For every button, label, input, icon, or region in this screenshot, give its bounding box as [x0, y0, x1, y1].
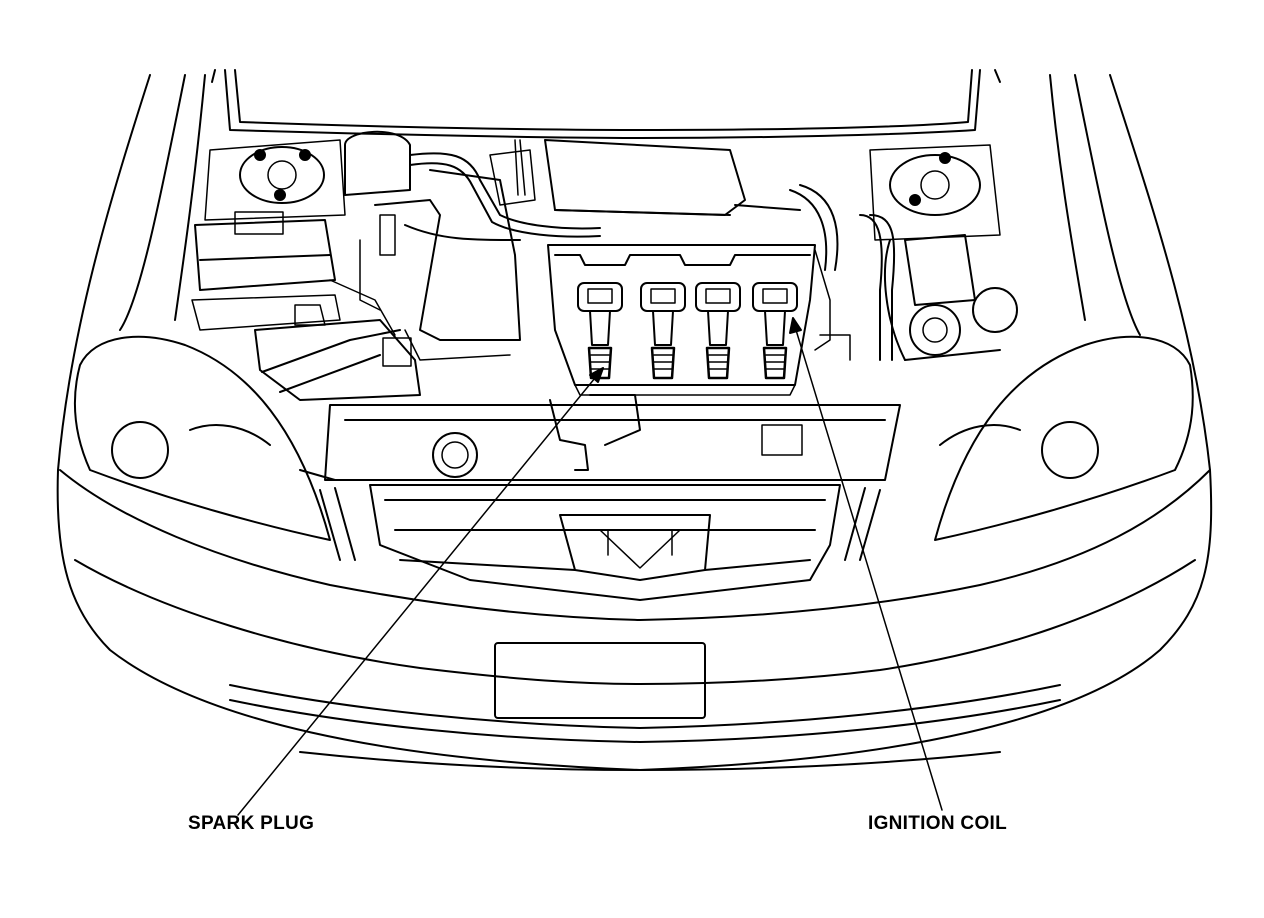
spark-plug-leader [237, 367, 604, 816]
bumper-vents [319, 487, 881, 561]
left-headlight [73, 335, 336, 541]
relay-box [489, 139, 746, 216]
air-intake [344, 130, 521, 361]
fuse-box [191, 211, 341, 331]
ignition-coils [577, 282, 798, 380]
battery [254, 279, 421, 401]
left-strut-tower [204, 139, 346, 221]
brake-master-cylinder [884, 234, 1018, 361]
hood [211, 69, 1001, 139]
ignition-coil-leader [789, 317, 943, 811]
right-headlight [934, 335, 1194, 541]
grille [369, 484, 841, 601]
license-plate [494, 642, 706, 719]
right-strut-tower [869, 144, 1001, 241]
ignition-coil-4 [752, 282, 798, 380]
car-body [56, 74, 1213, 771]
ignition-coil-label: IGNITION COIL [868, 813, 1008, 834]
ignition-coil-3 [695, 282, 741, 380]
ignition-coil-2 [640, 282, 686, 380]
engine-block [547, 244, 851, 396]
ignition-coil-1 [577, 282, 623, 380]
radiator-support [324, 394, 901, 481]
spark-plug-label: SPARK PLUG [188, 813, 315, 834]
hoses [409, 152, 896, 361]
